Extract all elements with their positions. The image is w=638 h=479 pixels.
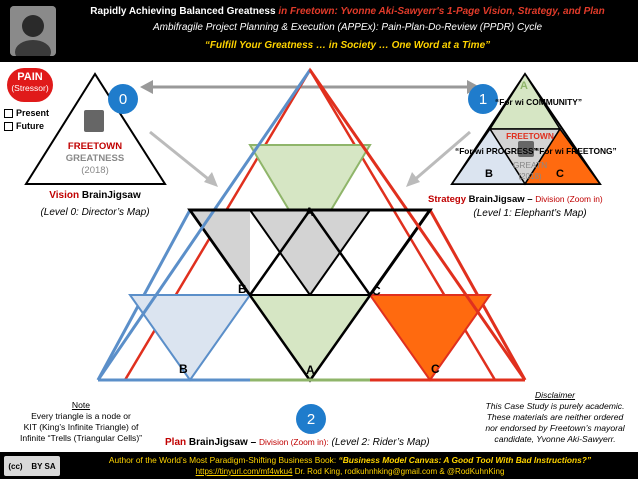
- vision-sublabel: (Level 0: Director’s Map): [40, 207, 150, 218]
- disclaimer-line: candidate, Yvonne Aki-Sawyerr.: [494, 434, 616, 444]
- note-line: Every triangle is a node or: [31, 411, 131, 421]
- header-tagline: “Fulfill Your Greatness … in Society … O…: [204, 40, 491, 51]
- header-title: Rapidly Achieving Balanced Greatness in …: [90, 6, 605, 17]
- letter-a-bottom: A: [306, 363, 315, 377]
- side-red: [308, 69, 527, 381]
- vision-portrait: [84, 110, 104, 132]
- plan-triangle-a-bottom: [248, 294, 372, 382]
- vision-city: FREETOWN: [67, 141, 123, 152]
- pain-sub: (Stressor): [11, 83, 49, 93]
- plan-triangle-b-bottom: [128, 294, 252, 382]
- arrow-head-down-right: [406, 172, 420, 187]
- footer-line-2: https://tinyurl.com/mf4wku4 Dr. Rod King…: [195, 467, 505, 476]
- letter-b-mid: B: [238, 282, 247, 296]
- header-subtitle: Ambifragile Project Planning & Execution…: [152, 22, 543, 33]
- strategy-letter-a: A: [520, 80, 528, 92]
- checkbox-icon: [4, 108, 13, 118]
- letter-c-bottom: C: [431, 362, 440, 376]
- arrow-head-left: [140, 80, 153, 94]
- pain-badge: PAIN (Stressor): [7, 68, 53, 102]
- note-block: Note Every triangle is a node or KIT (Ki…: [6, 400, 156, 444]
- letter-c-mid: C: [372, 284, 381, 298]
- plan-triangle-a-top: [248, 144, 372, 247]
- vision-label: Vision BrainJigsaw: [49, 190, 141, 201]
- cc-text: BY SA: [31, 461, 56, 471]
- vision-word: GREATNESS: [65, 153, 125, 164]
- note-line: KIT (King’s Infinite Triangle) of: [23, 422, 139, 432]
- level-2-badge: 2: [296, 404, 326, 434]
- letter-b-bottom: B: [179, 362, 188, 376]
- strategy-letter-c: C: [556, 168, 564, 180]
- strategy-sublabel: (Level 1: Elephant’s Map): [473, 208, 587, 219]
- author-photo: [10, 6, 56, 56]
- footer-link[interactable]: https://tinyurl.com/mf4wku4: [195, 467, 293, 476]
- letter-a-top: A: [305, 205, 314, 219]
- pain-label: PAIN: [17, 71, 43, 83]
- strategy-label: Strategy BrainJigsaw – Division (Zoom in…: [428, 194, 603, 205]
- disclaimer-line: nor endorsed by Freetown’s mayoral: [485, 423, 625, 433]
- footer-bar: [0, 452, 638, 479]
- level-0-badge: 0: [108, 84, 138, 114]
- plan-triangle-c-bottom: [368, 294, 492, 382]
- plan-label: Plan BrainJigsaw – Division (Zoom in): (…: [165, 437, 430, 448]
- strategy-portrait: [518, 141, 534, 157]
- checkbox-icon: [4, 121, 13, 131]
- side-blue: [96, 69, 312, 381]
- strategy-letter-b: B: [485, 168, 493, 180]
- cc-license-icon[interactable]: (cc) BY SA: [4, 456, 60, 476]
- strategy-freetown: FREETOWN: [506, 131, 554, 141]
- disclaimer-block: Disclaimer This Case Study is purely aca…: [475, 390, 635, 445]
- note-title: Note: [71, 400, 91, 410]
- cc-icon: (cc): [8, 461, 23, 471]
- strategy-freetong: “For wi FREETONG”: [535, 146, 617, 156]
- note-line: Infinite “Trells (Triangular Cells)”: [19, 433, 143, 443]
- strategy-triangle-b: [450, 127, 527, 185]
- checklist-present: Present: [4, 108, 49, 118]
- level-1-badge: 1: [468, 84, 498, 114]
- disclaimer-line: These materials are neither ordered: [486, 412, 624, 422]
- strategy-community: “For wi COMMUNITY”: [495, 97, 583, 107]
- strategy-greatness: GREATN: [512, 160, 548, 170]
- strategy-progress: “For wi PROGRESS”: [455, 146, 538, 156]
- arrow-down-left: [149, 130, 213, 184]
- footer-line-1: Author of the World’s Most Paradigm-Shif…: [108, 455, 592, 465]
- vision-year: (2018): [81, 165, 109, 176]
- disclaimer-title: Disclaimer: [534, 390, 576, 400]
- disclaimer-line: This Case Study is purely academic.: [485, 401, 625, 411]
- portrait-image: [10, 6, 56, 56]
- plan-center-triangle: [248, 209, 372, 297]
- checklist-future: Future: [4, 121, 44, 131]
- strategy-year: (2018): [518, 172, 542, 181]
- arrow-down-right: [411, 130, 471, 184]
- strategy-triangle-c: [523, 127, 602, 185]
- header-bar: [0, 0, 638, 62]
- arrow-head-down-left: [204, 172, 218, 187]
